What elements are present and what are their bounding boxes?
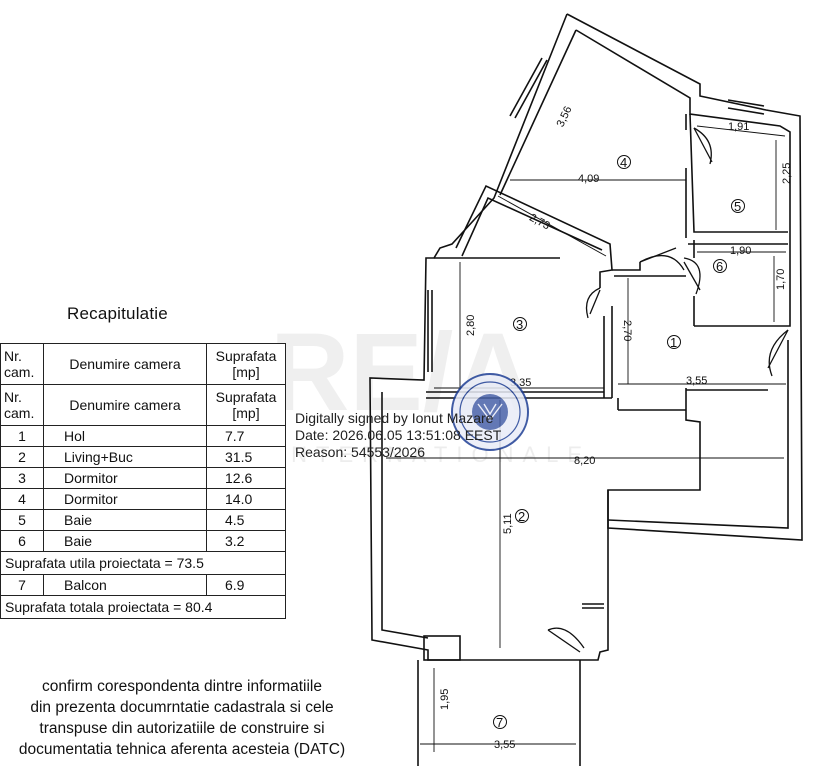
row-name: Hol: [43, 425, 207, 447]
room-3-marker: 3: [513, 317, 527, 332]
table-row: 5 Baie 4.5: [0, 509, 286, 531]
room-7-marker: 7: [493, 715, 507, 730]
dim-1-95: 1,95: [439, 689, 451, 710]
header-nr: Nr. cam.: [0, 343, 44, 385]
watermark-sub: INTERNATIONALE: [276, 442, 591, 467]
confirm-line-3: transpuse din autorizatiile de construir…: [39, 720, 325, 737]
confirmation-text: confirm corespondenta dintre informatiil…: [0, 676, 372, 760]
row-area: 14.0: [206, 488, 286, 510]
row-nr: 7: [0, 574, 44, 596]
row-nr: 1: [0, 425, 44, 447]
row-nr: 6: [0, 530, 44, 552]
dim-4-09: 4,09: [578, 173, 599, 185]
row-name: Baie: [43, 530, 207, 552]
table-row: 2 Living+Buc 31.5: [0, 446, 286, 468]
header-name: Denumire camera: [43, 343, 207, 385]
dim-5-11: 5,11: [502, 513, 514, 534]
signature-line-1: Digitally signed by Ionut Mazare: [295, 410, 494, 426]
row-area: 4.5: [206, 509, 286, 531]
signature-line-2: Date: 2026.06.05 13:51:08 EEST: [295, 427, 502, 443]
table-row: 3 Dormitor 12.6: [0, 467, 286, 489]
dim-1-91: 1,91: [728, 121, 749, 133]
recap-header-row: Nr. cam. Denumire camera Suprafata [mp]: [0, 343, 286, 385]
room-4-marker: 4: [617, 155, 631, 170]
room-2-marker: 2: [515, 509, 529, 524]
row-area: 7.7: [206, 425, 286, 447]
signature-line-3: Reason: 54553/2026: [295, 444, 425, 460]
room-2-number: 2: [518, 509, 525, 524]
room-5-number: 5: [734, 199, 741, 214]
row-name: Baie: [43, 509, 207, 531]
room-numbers: 1 2 3 4 5 6 7: [493, 155, 745, 730]
header-area: Suprafata [mp]: [206, 384, 286, 426]
dim-3-55: 3,55: [686, 375, 707, 387]
useful-total: Suprafata utila proiectata = 73.5: [0, 551, 286, 575]
recap-header-row-repeat: Nr. cam. Denumire camera Suprafata [mp]: [0, 384, 286, 426]
table-row: 1 Hol 7.7: [0, 425, 286, 447]
table-row: 6 Baie 3.2: [0, 530, 286, 552]
recap-table: Nr. cam. Denumire camera Suprafata [mp] …: [0, 343, 286, 619]
balcony-row: 7 Balcon 6.9: [0, 574, 286, 596]
grand-total-row: Suprafata totala proiectata = 80.4: [0, 595, 286, 619]
room-5-marker: 5: [731, 199, 745, 214]
dim-2-80: 2,80: [465, 315, 477, 336]
useful-total-row: Suprafata utila proiectata = 73.5: [0, 551, 286, 575]
row-name: Dormitor: [43, 488, 207, 510]
header-area: Suprafata [mp]: [206, 343, 286, 385]
dimension-lines: [386, 125, 786, 752]
room-7-number: 7: [496, 715, 503, 730]
header-nr: Nr. cam.: [0, 384, 44, 426]
confirm-line-2: din prezenta documrntatie cadastrala si …: [30, 699, 334, 716]
room-6-number: 6: [716, 259, 723, 274]
digital-signature: Digitally signed by Ionut Mazare Date: 2…: [295, 410, 501, 461]
row-area: 6.9: [206, 574, 286, 596]
dim-8-20: 8,20: [574, 455, 595, 467]
row-name: Balcon: [43, 574, 207, 596]
dim-1-70: 1,70: [775, 269, 787, 290]
dim-3-55-balcony: 3,55: [494, 739, 515, 751]
room-4-number: 4: [620, 155, 627, 170]
confirm-line-1: confirm corespondenta dintre informatiil…: [42, 678, 322, 695]
row-nr: 5: [0, 509, 44, 531]
room-1-marker: 1: [667, 335, 681, 350]
row-area: 3.2: [206, 530, 286, 552]
dim-2-70: 2,70: [621, 320, 633, 341]
grand-total: Suprafata totala proiectata = 80.4: [0, 595, 286, 619]
row-nr: 2: [0, 446, 44, 468]
row-nr: 4: [0, 488, 44, 510]
dim-3-56: 3,56: [555, 104, 575, 128]
confirm-line-4: documentatia tehnica aferenta acesteia (…: [18, 741, 346, 758]
room-1-number: 1: [670, 335, 677, 350]
dim-2-25: 2,25: [781, 163, 793, 184]
doors: [547, 127, 789, 653]
watermark: RE/A INTERNATIONALE: [270, 311, 591, 467]
row-area: 12.6: [206, 467, 286, 489]
dim-1-90: 1,90: [730, 245, 751, 257]
header-name: Denumire camera: [43, 384, 207, 426]
table-row: 4 Dormitor 14.0: [0, 488, 286, 510]
row-name: Living+Buc: [43, 446, 207, 468]
room-3-number: 3: [516, 317, 523, 332]
row-nr: 3: [0, 467, 44, 489]
stamp-seal: [451, 373, 529, 451]
row-area: 31.5: [206, 446, 286, 468]
row-name: Dormitor: [43, 467, 207, 489]
recap-title: Recapitulatie: [67, 304, 168, 323]
room-6-marker: 6: [713, 259, 727, 274]
